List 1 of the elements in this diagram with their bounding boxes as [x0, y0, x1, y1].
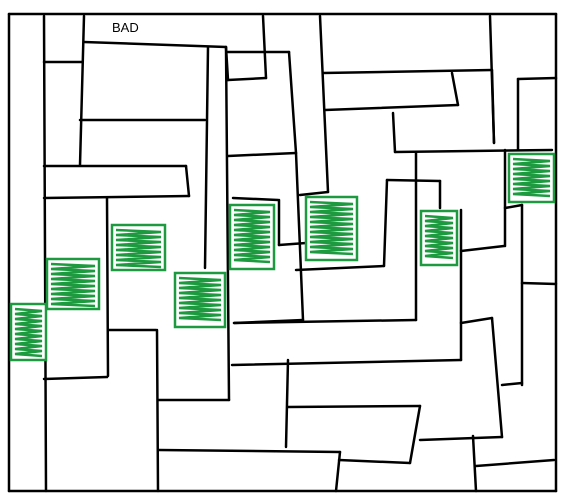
heading-text: BAD	[112, 20, 139, 35]
